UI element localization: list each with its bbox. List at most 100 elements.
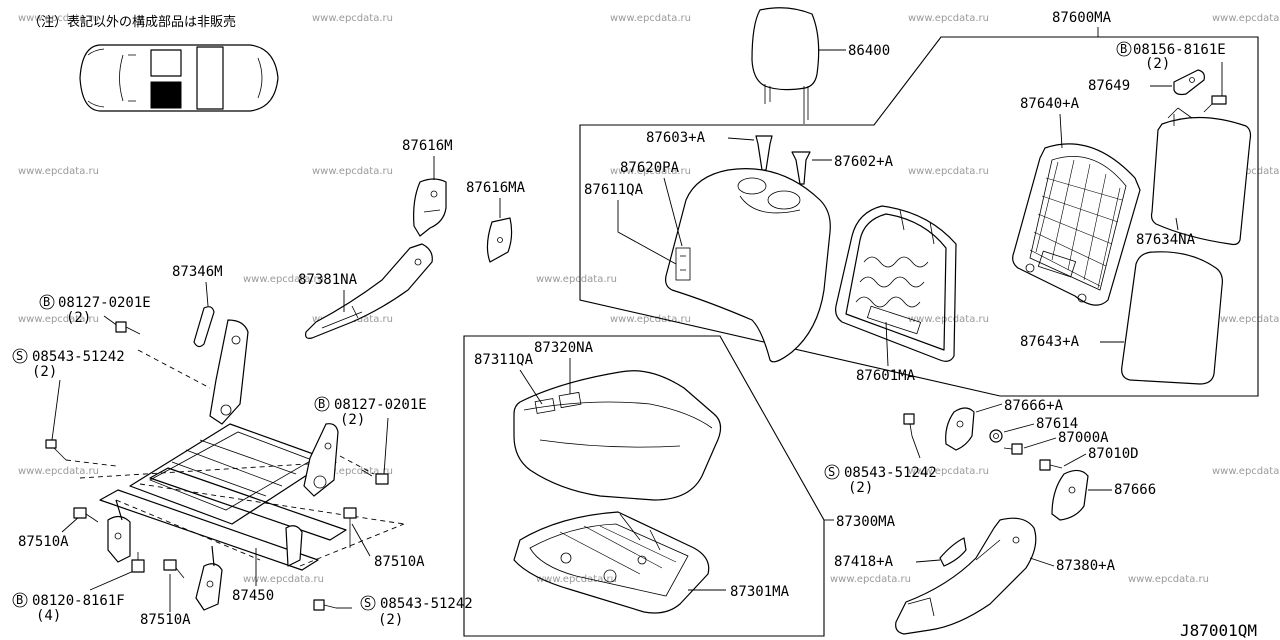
label-87616MA: 87616MA — [466, 180, 526, 196]
bolt-08156 — [1203, 95, 1227, 113]
label-87640A: 87640+A — [1020, 96, 1080, 112]
back-panel-87634NA — [1150, 107, 1252, 246]
label-87616M: 87616M — [402, 138, 453, 154]
label-87010D: 87010D — [1088, 446, 1139, 462]
bolt-87510A-b — [343, 507, 357, 548]
watermark: www.epcdata.ru — [312, 466, 393, 477]
label-87381NA: 87381NA — [298, 272, 358, 288]
label-08127-qty-b: (2) — [340, 412, 365, 428]
label-87510A-b: 87510A — [374, 554, 425, 570]
watermark: www.epcdata.ru — [18, 314, 99, 325]
bolt-symbol: B — [1116, 41, 1132, 57]
lever-87346M — [193, 306, 215, 348]
washer-87614 — [989, 429, 1003, 443]
svg-text:B: B — [16, 593, 23, 607]
screw-symbol: S — [824, 464, 840, 480]
label-87301MA: 87301MA — [730, 584, 790, 600]
label-87666A: 87666+A — [1004, 398, 1064, 414]
watermark: www.epcdata.ru — [1212, 314, 1280, 325]
watermark: www.epcdata.ru — [1212, 466, 1280, 477]
svg-text:B: B — [1120, 42, 1127, 56]
screw-symbol: S — [12, 348, 28, 364]
label-87643A: 87643+A — [1020, 334, 1080, 350]
label-87634NA: 87634NA — [1136, 232, 1196, 248]
cover-87616M — [413, 178, 447, 237]
seat-back-group-box — [579, 36, 1259, 397]
watermark: www.epcdata.ru — [243, 274, 324, 285]
bolt-87510A-c — [163, 559, 185, 579]
watermark: www.epcdata.ru — [18, 466, 99, 477]
label-87300MA: 87300MA — [836, 514, 896, 530]
watermark: www.epcdata.ru — [908, 166, 989, 177]
seat-cushion-frame-87301MA — [513, 511, 710, 614]
label-87601MA: 87601MA — [856, 368, 916, 384]
label-86400: 86400 — [848, 43, 890, 59]
label-08156-8161E: 08156-8161E — [1133, 42, 1226, 58]
seat-cushion-group-box — [463, 335, 825, 637]
seat-back-pad-87620PA — [665, 168, 831, 363]
back-pad-87643 — [1121, 251, 1223, 385]
bolt-87010D — [1039, 459, 1063, 471]
svg-text:B: B — [43, 295, 50, 309]
lever-87418A — [939, 537, 967, 567]
label-87380A: 87380+A — [1056, 558, 1116, 574]
svg-text:S: S — [828, 465, 835, 479]
watermark: www.epcdata.ru — [908, 466, 989, 477]
label-87311QA: 87311QA — [474, 352, 534, 368]
seat-back-frame-87601MA — [835, 205, 957, 362]
bolt-87000A — [1003, 443, 1023, 455]
label-87611QA: 87611QA — [584, 182, 644, 198]
svg-text:B: B — [318, 397, 325, 411]
label-08120-qty: (4) — [36, 608, 61, 624]
label-87666: 87666 — [1114, 482, 1156, 498]
label-08156-qty: (2) — [1145, 56, 1170, 72]
bolt-08120 — [131, 552, 145, 573]
clip-87649 — [1173, 69, 1205, 96]
label-87614: 87614 — [1036, 416, 1078, 432]
seat-cushion-87320NA — [513, 370, 722, 501]
watermark: www.epcdata.ru — [1212, 13, 1280, 24]
label-08543-qty-b: (2) — [848, 480, 873, 496]
watermark: www.epcdata.ru — [536, 574, 617, 585]
label-87620PA: 87620PA — [620, 160, 680, 176]
label-08543-qty-a: (2) — [32, 364, 57, 380]
label-87320NA: 87320NA — [534, 340, 594, 356]
recliner-87381NA — [305, 243, 433, 339]
label-87450: 87450 — [232, 588, 274, 604]
bolt-symbol: B — [314, 396, 330, 412]
clip-87602 — [791, 151, 811, 185]
label-08543-51242-a: 08543-51242 — [32, 349, 125, 365]
watermark: www.epcdata.ru — [312, 13, 393, 24]
cover-87666 — [1051, 469, 1089, 521]
headrest-86400 — [751, 7, 820, 124]
side-cover-87380A — [895, 517, 1037, 635]
clip-87603 — [755, 135, 773, 171]
watermark: www.epcdata.ru — [908, 13, 989, 24]
cover-87616MA — [486, 217, 513, 263]
watermark: www.epcdata.ru — [536, 274, 617, 285]
svg-text:S: S — [364, 596, 371, 610]
diagram-code: J87001QM — [1180, 621, 1257, 640]
label-87649: 87649 — [1088, 78, 1130, 94]
watermark: www.epcdata.ru — [610, 13, 691, 24]
svg-text:S: S — [16, 349, 23, 363]
screw-08543-a — [45, 439, 67, 461]
bolt-symbol: B — [39, 294, 55, 310]
label-87600MA: 87600MA — [1052, 10, 1112, 26]
label-08127-0201E-b: 08127-0201E — [334, 397, 427, 413]
note-text: （注）表記以外の構成部品は非販売 — [28, 14, 236, 30]
watermark: www.epcdata.ru — [908, 314, 989, 325]
label-87510A-c: 87510A — [140, 612, 191, 628]
label-08120-8161F: 08120-8161F — [32, 593, 125, 609]
label-87418A: 87418+A — [834, 554, 894, 570]
label-87346M: 87346M — [172, 264, 223, 280]
label-87000A: 87000A — [1058, 430, 1109, 446]
label-08543-51242-c: 08543-51242 — [380, 596, 473, 612]
watermark: www.epcdata.ru — [18, 166, 99, 177]
watermark: www.epcdata.ru — [1128, 574, 1209, 585]
label-08543-qty-c: (2) — [378, 612, 403, 628]
watermark: www.epcdata.ru — [243, 574, 324, 585]
cover-87666A — [945, 407, 975, 451]
label-08543-51242-b: 08543-51242 — [844, 465, 937, 481]
